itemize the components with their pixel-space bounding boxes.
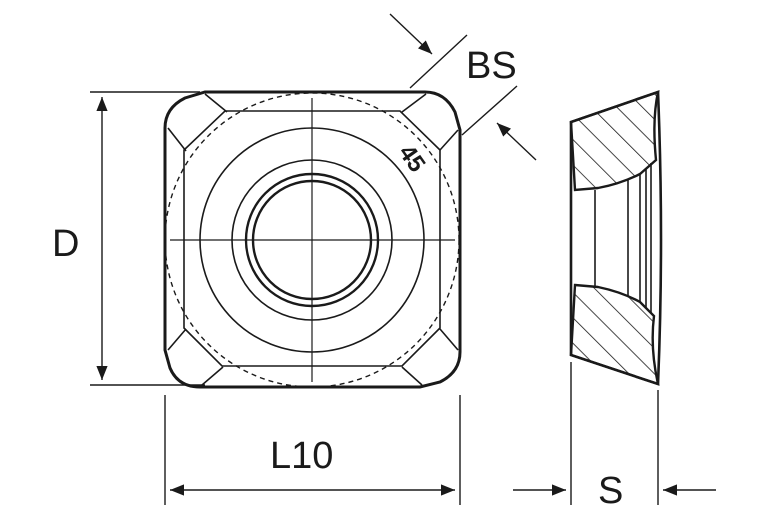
bs-arrow-2 <box>496 122 537 161</box>
bs-extension-2 <box>461 85 518 136</box>
bs-arrow-1 <box>389 13 433 55</box>
insert-outline <box>163 90 462 389</box>
corner-line-bl-a <box>167 328 187 351</box>
corner-line-br-a <box>439 328 459 351</box>
dimension-l10: L10 <box>164 395 461 505</box>
corner-line-tr-a <box>401 93 427 113</box>
label-l10: L10 <box>270 435 333 477</box>
insert-front-view: 45 <box>163 90 462 389</box>
dimension-d: D <box>52 91 205 386</box>
corner-line-tl-a <box>204 93 228 113</box>
corner-line-tl-b <box>167 127 187 152</box>
insert-inner-outline <box>183 110 441 367</box>
insert-side-view <box>569 90 663 386</box>
corner-line-bl-b <box>201 366 224 386</box>
inscribed-circle <box>164 92 460 388</box>
corner-line-br-b <box>401 366 423 386</box>
side-section-upper <box>569 90 660 192</box>
label-d: D <box>52 223 79 265</box>
bs-extension-1 <box>409 34 468 89</box>
side-section-lower <box>569 283 660 386</box>
side-profile <box>569 90 663 386</box>
corner-line-tr-b <box>439 129 459 151</box>
label-bs: BS <box>466 45 517 87</box>
dimension-bs: BS <box>389 13 537 161</box>
dimension-s: S <box>513 362 716 512</box>
label-s: S <box>598 470 623 512</box>
